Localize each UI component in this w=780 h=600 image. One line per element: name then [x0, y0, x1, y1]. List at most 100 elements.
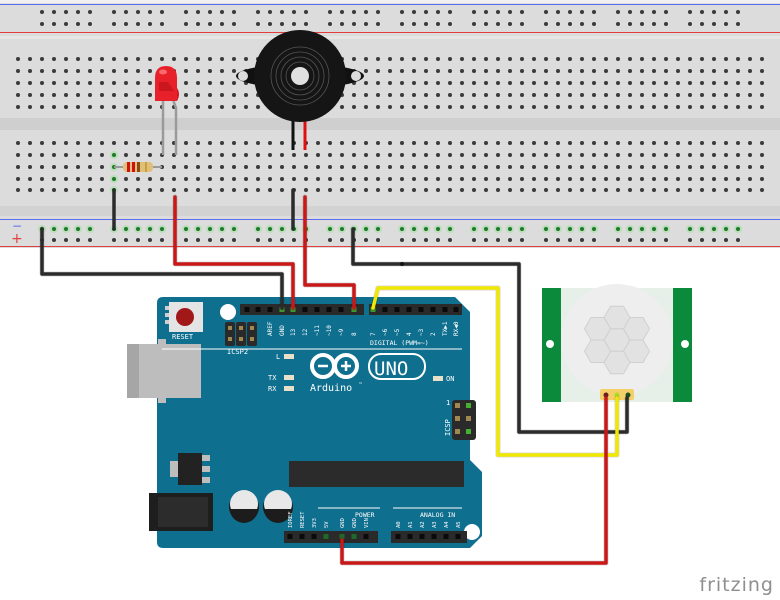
terminal-hole[interactable]	[688, 69, 692, 73]
rail-hole[interactable]	[88, 22, 92, 26]
header-pin[interactable]	[244, 307, 250, 312]
gnd-rail-hole[interactable]	[280, 227, 284, 231]
rail-hole[interactable]	[484, 22, 488, 26]
terminal-hole[interactable]	[412, 57, 416, 61]
terminal-hole[interactable]	[88, 165, 92, 169]
terminal-hole[interactable]	[712, 93, 716, 97]
terminal-hole[interactable]	[40, 165, 44, 169]
terminal-hole[interactable]	[64, 177, 68, 181]
terminal-hole[interactable]	[688, 153, 692, 157]
rail-hole[interactable]	[52, 10, 56, 14]
terminal-hole[interactable]	[700, 57, 704, 61]
rail-hole[interactable]	[196, 22, 200, 26]
terminal-hole[interactable]	[628, 177, 632, 181]
terminal-hole[interactable]	[436, 177, 440, 181]
gnd-rail-hole[interactable]	[436, 227, 440, 231]
gnd-rail-hole[interactable]	[424, 227, 428, 231]
terminal-hole[interactable]	[268, 141, 272, 145]
terminal-hole[interactable]	[604, 177, 608, 181]
terminal-hole[interactable]	[496, 165, 500, 169]
terminal-hole[interactable]	[736, 105, 740, 109]
vcc-rail-hole[interactable]	[364, 238, 368, 242]
terminal-hole[interactable]	[556, 165, 560, 169]
vcc-rail-hole[interactable]	[328, 238, 332, 242]
terminal-hole[interactable]	[172, 188, 176, 192]
terminal-hole[interactable]	[724, 153, 728, 157]
terminal-hole[interactable]	[364, 81, 368, 85]
terminal-hole[interactable]	[388, 81, 392, 85]
terminal-hole[interactable]	[532, 141, 536, 145]
rail-hole[interactable]	[376, 22, 380, 26]
vcc-rail-hole[interactable]	[652, 238, 656, 242]
terminal-hole[interactable]	[112, 81, 116, 85]
power-pin[interactable]	[311, 534, 317, 539]
terminal-hole[interactable]	[568, 69, 572, 73]
terminal-hole[interactable]	[760, 81, 764, 85]
terminal-hole[interactable]	[712, 188, 716, 192]
rail-hole[interactable]	[556, 22, 560, 26]
rail-hole[interactable]	[652, 10, 656, 14]
rail-hole[interactable]	[664, 10, 668, 14]
terminal-hole[interactable]	[340, 153, 344, 157]
gnd-rail-hole[interactable]	[88, 227, 92, 231]
terminal-hole[interactable]	[580, 153, 584, 157]
terminal-hole[interactable]	[736, 93, 740, 97]
gnd-rail-hole[interactable]	[328, 227, 332, 231]
terminal-hole[interactable]	[232, 188, 236, 192]
terminal-hole[interactable]	[256, 141, 260, 145]
terminal-hole[interactable]	[580, 105, 584, 109]
terminal-hole[interactable]	[604, 81, 608, 85]
terminal-hole[interactable]	[448, 69, 452, 73]
terminal-hole[interactable]	[100, 93, 104, 97]
terminal-hole[interactable]	[100, 57, 104, 61]
terminal-hole[interactable]	[664, 69, 668, 73]
terminal-hole[interactable]	[544, 165, 548, 169]
pir-power-wire[interactable]	[340, 396, 608, 565]
terminal-hole[interactable]	[388, 93, 392, 97]
vcc-rail-hole[interactable]	[436, 238, 440, 242]
rail-hole[interactable]	[208, 22, 212, 26]
terminal-hole[interactable]	[40, 69, 44, 73]
terminal-hole[interactable]	[232, 57, 236, 61]
terminal-hole[interactable]	[556, 81, 560, 85]
vcc-rail-hole[interactable]	[556, 238, 560, 242]
terminal-hole[interactable]	[412, 188, 416, 192]
terminal-hole[interactable]	[712, 105, 716, 109]
terminal-hole[interactable]	[628, 57, 632, 61]
terminal-hole[interactable]	[364, 93, 368, 97]
rail-hole[interactable]	[112, 10, 116, 14]
terminal-hole[interactable]	[760, 69, 764, 73]
pir-gnd-wire[interactable]	[351, 227, 629, 434]
terminal-hole[interactable]	[604, 188, 608, 192]
terminal-hole[interactable]	[472, 81, 476, 85]
icsp-pin[interactable]	[466, 403, 471, 408]
terminal-hole[interactable]	[448, 57, 452, 61]
terminal-hole[interactable]	[352, 57, 356, 61]
terminal-hole[interactable]	[88, 177, 92, 181]
terminal-hole[interactable]	[700, 177, 704, 181]
terminal-hole[interactable]	[196, 165, 200, 169]
rail-hole[interactable]	[352, 22, 356, 26]
terminal-hole[interactable]	[64, 69, 68, 73]
terminal-hole[interactable]	[712, 81, 716, 85]
terminal-hole[interactable]	[676, 177, 680, 181]
terminal-hole[interactable]	[448, 188, 452, 192]
gnd-rail-hole[interactable]	[736, 227, 740, 231]
terminal-hole[interactable]	[220, 69, 224, 73]
rail-hole[interactable]	[436, 22, 440, 26]
terminal-hole[interactable]	[520, 165, 524, 169]
terminal-hole[interactable]	[388, 165, 392, 169]
terminal-hole[interactable]	[676, 188, 680, 192]
terminal-hole[interactable]	[748, 188, 752, 192]
rail-hole[interactable]	[736, 22, 740, 26]
terminal-hole[interactable]	[400, 105, 404, 109]
terminal-hole[interactable]	[472, 105, 476, 109]
rail-hole[interactable]	[412, 22, 416, 26]
terminal-hole[interactable]	[640, 69, 644, 73]
rail-hole[interactable]	[736, 10, 740, 14]
terminal-hole[interactable]	[52, 141, 56, 145]
terminal-hole[interactable]	[28, 69, 32, 73]
gnd-rail-hole[interactable]	[640, 227, 644, 231]
terminal-hole[interactable]	[400, 93, 404, 97]
terminal-hole[interactable]	[352, 141, 356, 145]
